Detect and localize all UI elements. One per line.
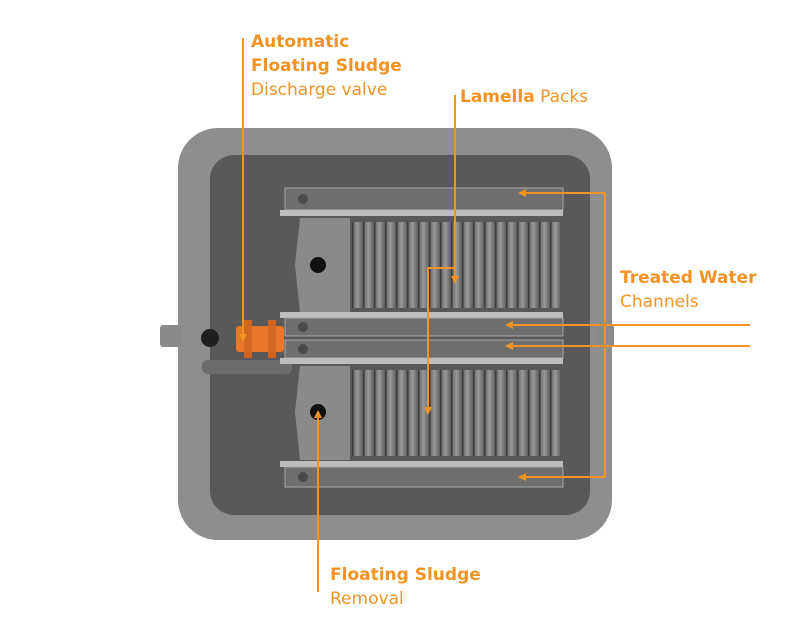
valve-label: Automatic Floating Sludge Discharge valv… — [251, 30, 402, 102]
callout-lines — [239, 38, 750, 592]
lamella-label-regular: Packs — [540, 87, 589, 107]
lamella-arrow-bottom — [424, 267, 455, 415]
removal-label: Floating Sludge Removal — [330, 563, 481, 611]
sludge-pipe — [202, 360, 292, 374]
lamella-label: Lamella Packs — [460, 85, 588, 109]
treated-water-label: Treated Water Channels — [620, 266, 757, 314]
lamella-label-bold: Lamella — [460, 87, 535, 107]
valve-label-line2: Floating Sludge — [251, 56, 402, 76]
lamella-module-top — [280, 187, 564, 337]
treated-water-label-bold: Treated Water — [620, 268, 757, 288]
removal-label-bold: Floating Sludge — [330, 565, 481, 585]
valve-label-line3: Discharge valve — [251, 80, 388, 100]
lamella-module-bottom — [280, 339, 564, 488]
valve-label-line1: Automatic — [251, 32, 350, 52]
treated-water-label-regular: Channels — [620, 292, 699, 312]
inlet-pipe — [160, 325, 182, 347]
discharge-valve — [236, 320, 284, 358]
removal-label-regular: Removal — [330, 589, 404, 609]
